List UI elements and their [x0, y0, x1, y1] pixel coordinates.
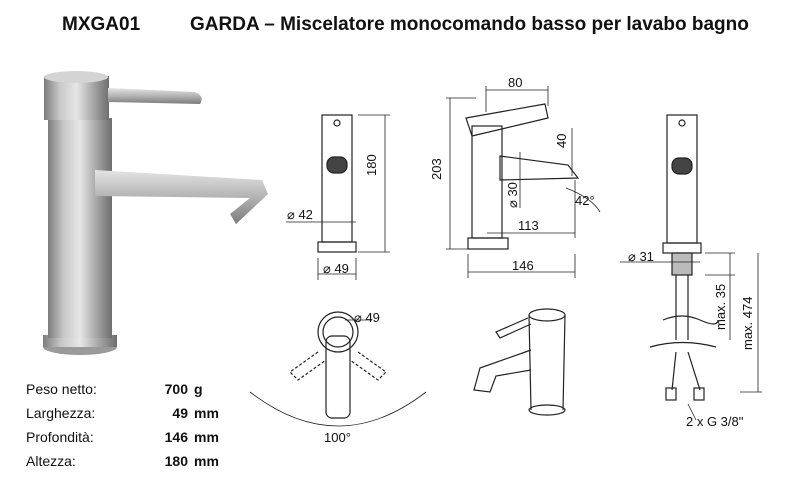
spec-value: 700 [164, 381, 188, 397]
spec-unit: g [194, 381, 203, 397]
spec-label: Peso netto: [26, 381, 97, 397]
specs-table: Peso netto: 700 g Larghezza: 49 mm Profo… [26, 381, 226, 477]
perspective-drawing [473, 308, 566, 416]
dim-side-total-height: 203 [429, 158, 444, 180]
spec-label: Altezza: [26, 453, 76, 469]
dim-front-body-diameter: ⌀ 42 [287, 207, 313, 222]
front-view-drawing [286, 114, 390, 280]
dim-front-height: 180 [364, 154, 379, 176]
spec-unit: mm [194, 405, 219, 421]
spec-value: 146 [164, 429, 188, 445]
dim-front-base-diameter: ⌀ 49 [323, 261, 349, 276]
dim-install-connection: 2 x G 3/8" [686, 414, 744, 429]
spec-unit: mm [194, 453, 219, 469]
spec-row-height: Altezza: 180 mm [26, 453, 226, 477]
dim-install-max-474: max. 474 [740, 296, 755, 350]
dim-side-depth: 146 [512, 258, 534, 273]
spec-row-weight: Peso netto: 700 g [26, 381, 226, 405]
dim-side-spout-diameter: ⌀ 30 [505, 182, 520, 208]
spec-row-depth: Profondità: 146 mm [26, 429, 226, 453]
dim-top-diameter: ⌀ 49 [354, 310, 380, 325]
spec-label: Profondità: [26, 429, 94, 445]
spec-label: Larghezza: [26, 405, 96, 421]
spec-value: 180 [164, 453, 188, 469]
top-view-drawing [249, 311, 427, 427]
dim-side-spout-reach: 113 [518, 218, 539, 233]
dim-side-spout-height: 40 [554, 133, 569, 148]
spec-value: 49 [172, 405, 188, 421]
dim-install-shank-diameter: ⌀ 31 [628, 249, 654, 264]
spec-row-width: Larghezza: 49 mm [26, 405, 226, 429]
product-title: GARDA – Miscelatore monocomando basso pe… [190, 14, 749, 35]
spec-unit: mm [194, 429, 219, 445]
dim-install-max-35: max. 35 [713, 283, 728, 330]
installation-drawing [620, 114, 762, 421]
dim-top-rotation: 100° [324, 430, 351, 445]
dim-side-angle: 42° [575, 193, 595, 208]
product-code: MXGA01 [62, 14, 141, 35]
dim-side-top-width: 80 [508, 75, 523, 90]
side-view-drawing [446, 86, 601, 278]
